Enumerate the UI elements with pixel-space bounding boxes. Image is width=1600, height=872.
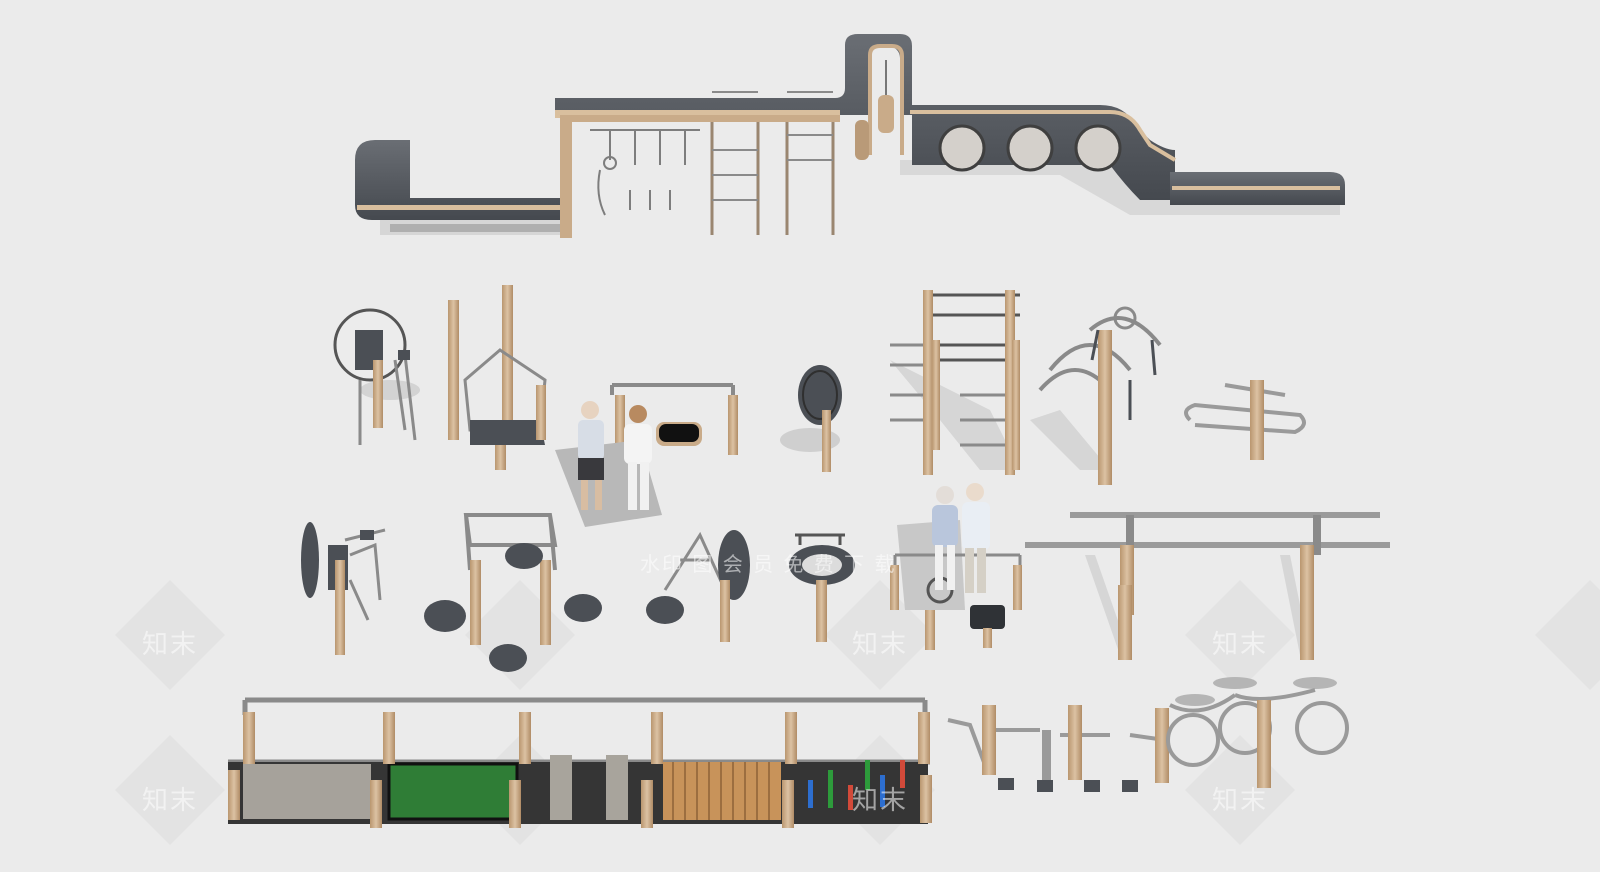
watermark-brand: 知末 (142, 630, 199, 660)
watermark-brand: 知末 (1212, 786, 1269, 816)
leg-press-station (947, 705, 1169, 792)
obstacle-course-wall (355, 34, 1345, 238)
elderly-couple-walking (555, 401, 662, 527)
watermark-brand: 知末 (142, 786, 199, 816)
chest-press-arch (1030, 306, 1162, 485)
hand-wheel (663, 530, 750, 642)
waist-twister (1184, 380, 1306, 460)
watermark-brand: 知末 (852, 630, 909, 660)
balance-stepper (610, 383, 738, 455)
stepping-stones (424, 513, 684, 672)
climbing-frame (890, 290, 1020, 475)
watermark-brand: 知末 (1212, 630, 1269, 660)
sensory-walking-path (228, 697, 932, 828)
elderly-couple-standing (890, 483, 1022, 650)
rowing-station (333, 308, 420, 445)
shoulder-wheel (301, 522, 386, 655)
watermark-banner: 水印 图 会 员 免 费 下 载 (640, 552, 897, 576)
rotating-disc (789, 533, 855, 642)
sky-walker (448, 285, 547, 470)
tai-chi-wheel (780, 365, 842, 472)
hand-pedal-bike (1166, 677, 1349, 788)
parallel-bars (1025, 512, 1390, 660)
watermark-brand: 知末 (852, 786, 909, 816)
